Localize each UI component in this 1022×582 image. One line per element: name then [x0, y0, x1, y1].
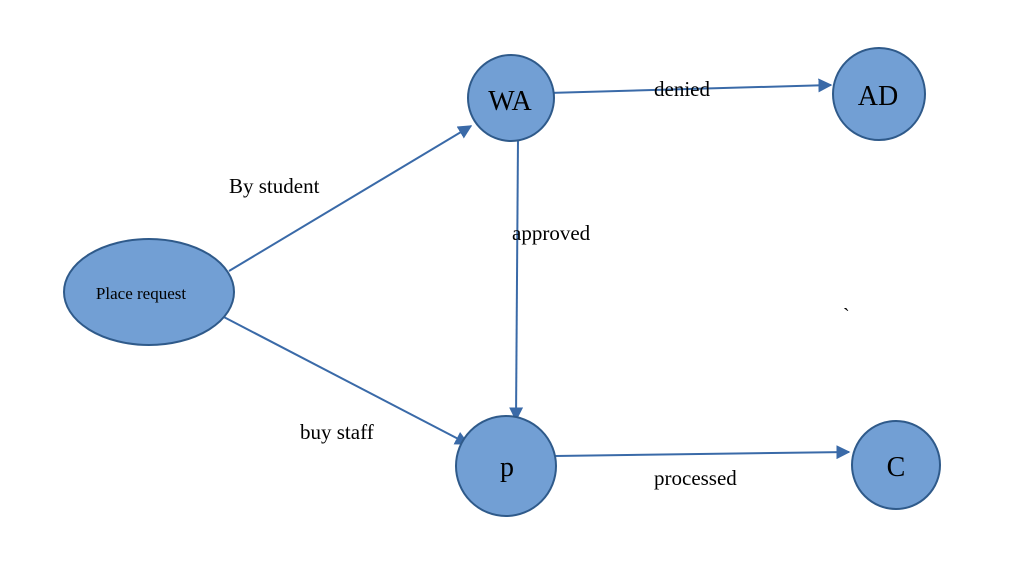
node-p: p [455, 415, 557, 517]
edge-processed [554, 445, 851, 460]
node-place-request: Place request [63, 238, 235, 346]
edge-label-by-student: By student [229, 174, 320, 198]
edges [219, 78, 851, 460]
edge-label-approved: approved [512, 221, 591, 245]
edge-approved [509, 137, 524, 422]
node-c: C [851, 420, 941, 510]
stray-backtick-mark: ` [843, 305, 850, 327]
node-label-p: p [500, 452, 514, 483]
edge-denied [547, 78, 833, 94]
node-wa: WA [467, 54, 555, 142]
node-ad: AD [832, 47, 926, 141]
edge-label-buy-staff: buy staff [300, 420, 374, 444]
node-label-c: C [887, 452, 906, 483]
node-label-ad: AD [858, 81, 898, 112]
edge-buy-staff [219, 314, 470, 445]
edge-label-denied: denied [654, 77, 710, 101]
edge-label-processed: processed [654, 466, 737, 490]
edge-labels: By student buy staff denied approved pro… [229, 77, 737, 490]
edge-by-student [228, 125, 473, 272]
node-label-wa: WA [488, 86, 532, 117]
node-label-place-request: Place request [96, 284, 186, 303]
